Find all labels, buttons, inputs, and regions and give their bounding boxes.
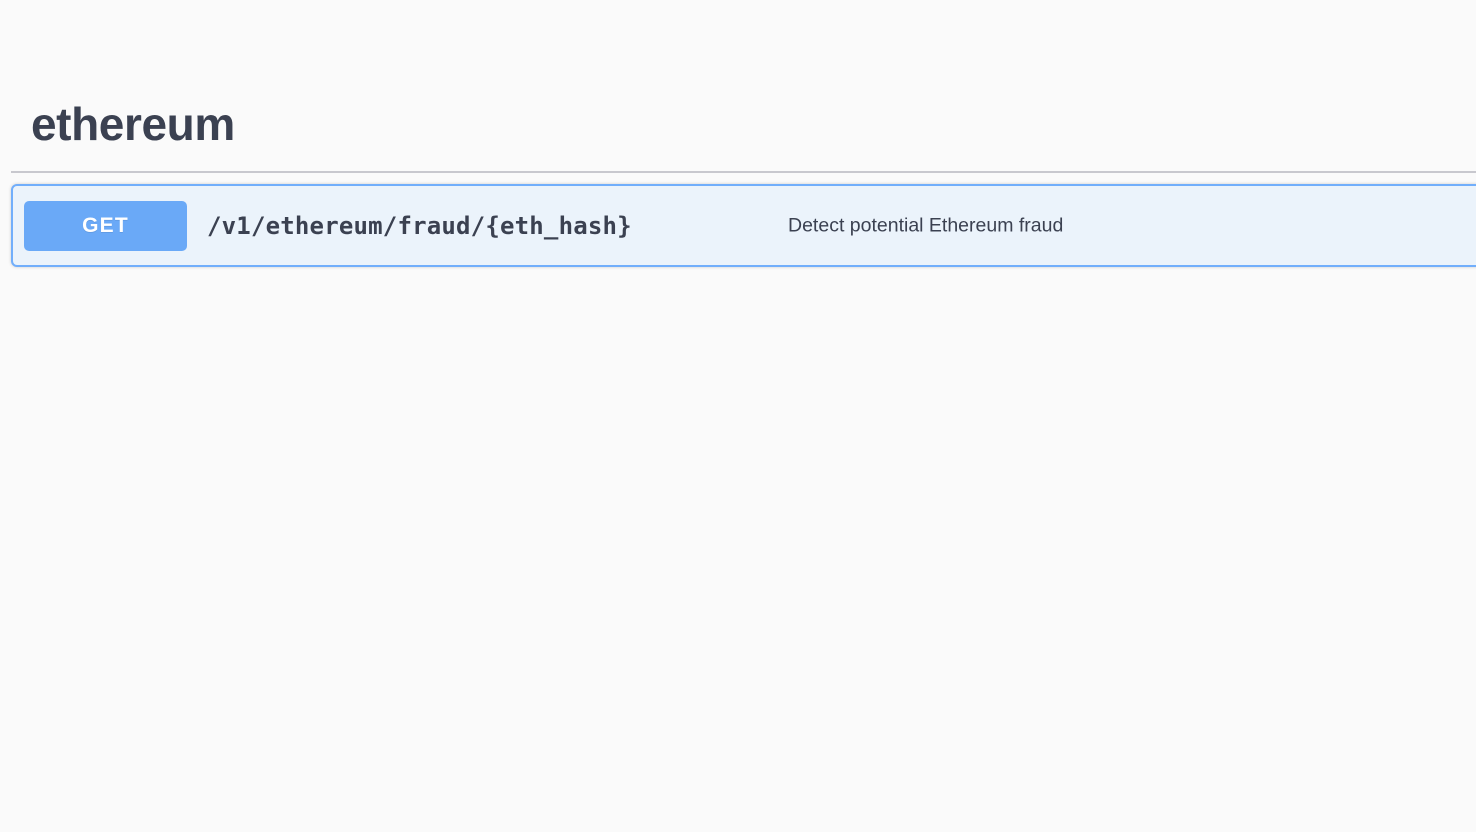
tag-divider xyxy=(11,171,1476,173)
page-title[interactable]: ethereum xyxy=(31,98,235,150)
endpoint-description: Detect potential Ethereum fraud xyxy=(788,214,1064,236)
opblock-summary[interactable]: GET /v1/ethereum/fraud/{eth_hash} Detect… xyxy=(13,186,1476,265)
operation-block-get[interactable]: GET /v1/ethereum/fraud/{eth_hash} Detect… xyxy=(11,184,1476,267)
endpoint-path: /v1/ethereum/fraud/{eth_hash} xyxy=(207,211,632,240)
http-method-badge: GET xyxy=(24,201,187,251)
